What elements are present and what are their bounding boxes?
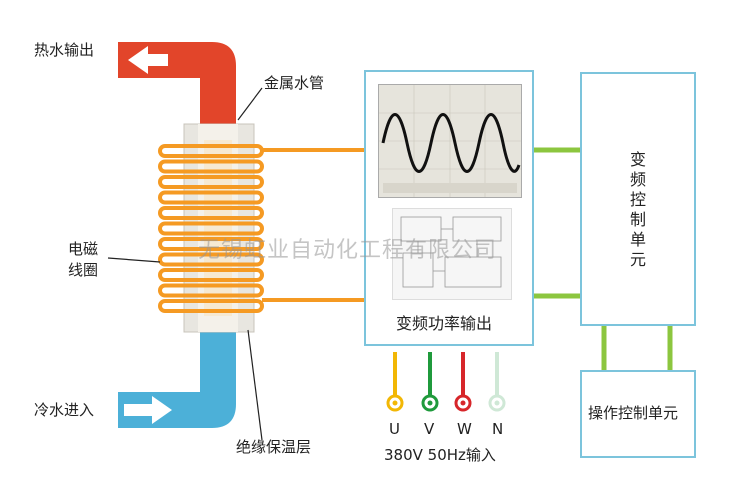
leader-metal-pipe xyxy=(237,87,263,121)
terminal-w-label: W xyxy=(457,420,472,438)
operation-control-unit xyxy=(580,370,696,458)
terminal-u-label: U xyxy=(389,420,400,438)
coil-turn xyxy=(158,175,264,189)
cold-water-in-label: 冷水进入 xyxy=(34,401,95,419)
coil-turn xyxy=(158,190,264,205)
input-spec-label: 380V 50Hz输入 xyxy=(384,446,496,464)
vfd-control-label: 变频控制单元 xyxy=(629,150,646,269)
arrow-right-icon xyxy=(124,396,172,424)
oscilloscope-screen xyxy=(378,84,522,198)
arrow-left-icon xyxy=(128,46,168,74)
power-output-label: 变频功率输出 xyxy=(396,314,493,333)
terminal-dot-n xyxy=(494,400,500,406)
coil-turn xyxy=(158,206,264,220)
cold-water-pipe xyxy=(118,328,236,428)
sine-wave xyxy=(381,113,521,173)
coil-turn xyxy=(158,237,264,251)
terminal-dot-v xyxy=(427,400,433,406)
leader-coil xyxy=(107,257,161,263)
coil-label-line2: 线圈 xyxy=(68,261,99,279)
terminal-dot-u xyxy=(392,400,398,406)
hot-water-out-label: 热水输出 xyxy=(34,41,95,59)
input-terminals xyxy=(386,352,506,412)
leader-insulation xyxy=(247,329,263,441)
coil-turn xyxy=(158,159,264,174)
circuit-schematic xyxy=(392,208,512,300)
coil-turn xyxy=(158,283,264,298)
metal-pipe-label: 金属水管 xyxy=(264,74,325,92)
operation-control-label: 操作控制单元 xyxy=(588,404,679,422)
terminal-dot-w xyxy=(460,400,466,406)
coil-turn xyxy=(158,252,264,267)
vfd-control-unit xyxy=(580,72,696,326)
terminal-v-label: V xyxy=(424,420,435,438)
hot-water-pipe xyxy=(118,42,236,126)
terminal-n-label: N xyxy=(492,420,504,438)
watermark: 无锡虹业自动化工程有限公司 xyxy=(198,238,498,263)
coil-turn xyxy=(158,268,264,282)
coil-turn xyxy=(158,299,264,313)
coil-label-line1: 电磁 xyxy=(68,240,99,258)
electromagnetic-coil xyxy=(158,144,264,313)
coil-turn xyxy=(158,221,264,236)
inner-glow xyxy=(204,140,232,316)
insulation-label: 绝缘保温层 xyxy=(236,438,312,456)
